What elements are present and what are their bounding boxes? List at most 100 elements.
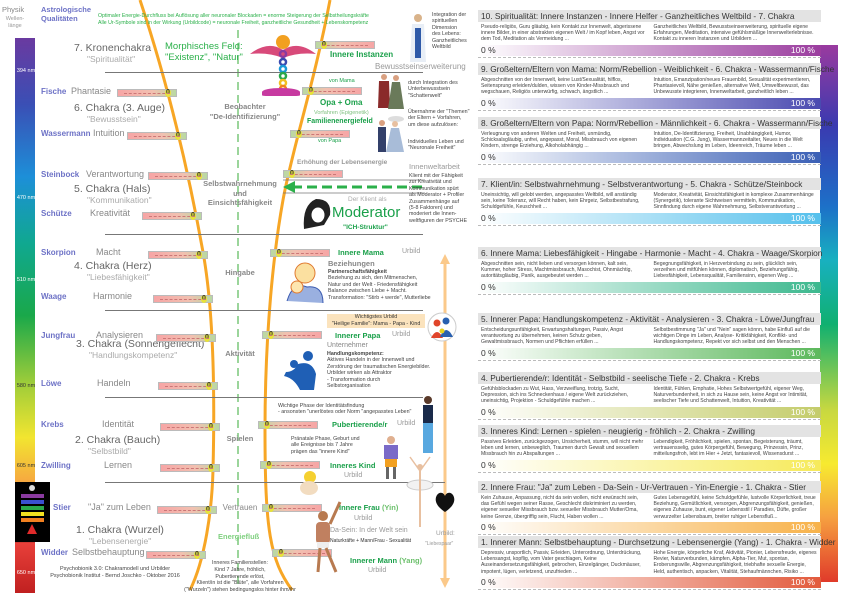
innerer-papa-label: Innerer Papa — [335, 331, 381, 340]
liebespaar-label: "Liebespaar" — [425, 541, 454, 547]
blockade-slider-left[interactable]: 0 — [156, 334, 216, 342]
section-title: 4. Pubertierende/r: Identität - Selbstbi… — [478, 372, 821, 384]
zodiac-sign: Löwe — [41, 379, 62, 388]
text-line: als Moderator + Profiler — [409, 192, 465, 199]
text-line: Weltbild — [432, 44, 451, 51]
blockade-slider-left[interactable]: 0 — [146, 551, 206, 559]
blockade-slider-left[interactable]: 0 — [157, 506, 217, 514]
blockade-slider-right[interactable]: 0 — [302, 87, 362, 95]
blockade-slider-left[interactable]: 0 — [117, 89, 177, 97]
text-line: weltfiguren der PSYCHE — [409, 217, 467, 224]
vorfahren-label: Vorfahren (Epigenetik) — [314, 110, 369, 116]
slider-knob[interactable]: 0 — [206, 382, 212, 390]
beobachter: Beobachter"De-Identifizierung" — [209, 102, 281, 121]
blockade-slider-right[interactable]: 0 — [270, 249, 330, 257]
father-son-silhouette-icon — [284, 351, 316, 390]
slider-knob[interactable]: 0 — [321, 41, 327, 49]
zodiac-sign: Zwilling — [41, 461, 71, 470]
zodiac-sign: Wassermann — [41, 129, 91, 138]
section-5: 5. Innerer Papa: Handlungskompetenz - Ak… — [478, 313, 821, 361]
progress-bar: 0 %100 % — [478, 281, 821, 295]
progress-bar: 0 %100 % — [478, 459, 821, 473]
blockade-slider-left[interactable]: 0 — [148, 172, 208, 180]
section-9: 9. Großeltern/Eltern von Mama: Norm/Rebe… — [478, 63, 834, 111]
blockade-slider-left[interactable]: 0 — [148, 251, 208, 259]
quality-label: Selbstbehauptung — [72, 547, 145, 557]
blockade-slider-right[interactable]: 0 — [315, 41, 375, 49]
spielen-label: Spielen — [226, 434, 254, 443]
teenager-figure — [423, 396, 433, 453]
progress-max-label: 100 % — [790, 44, 815, 55]
hingabe-label: Hingabe — [225, 268, 255, 277]
slider-knob[interactable]: 0 — [201, 295, 207, 303]
text-line: Zerstörung der traumatischen Energiebild… — [327, 363, 431, 370]
zodiac-sign: Stier — [53, 503, 71, 512]
progress-min-label: 0 % — [481, 459, 496, 470]
wellenlaenge-label: Wellen-länge — [5, 16, 25, 29]
blockade-slider-left[interactable]: 0 — [160, 464, 220, 472]
slider-knob[interactable]: 0 — [208, 464, 214, 472]
negative-traits: Abgeschnitten von der Innenwelt, keine L… — [481, 77, 630, 96]
slider-knob[interactable]: 0 — [268, 331, 274, 339]
divider — [105, 310, 423, 311]
chakra-name: 7. Kronenchakra — [74, 42, 152, 54]
wavelength-label: 510 nm — [16, 277, 36, 283]
slider-knob[interactable]: 0 — [190, 212, 196, 220]
slider-knob[interactable]: 0 — [276, 249, 282, 257]
physik-label: Physik — [2, 5, 25, 14]
section-columns: Pseudo-religiös, Guru gläubig, kein Kont… — [478, 22, 821, 43]
slider-knob[interactable]: 0 — [205, 506, 211, 514]
section-title: 1. Innerer Mann: Selbstbehauptung - Durc… — [478, 536, 836, 548]
lotus-icon — [262, 88, 300, 96]
section-columns: Abgeschnitten von der Innenwelt, keine L… — [478, 75, 821, 96]
progress-bar: 0 %100 % — [478, 44, 821, 58]
slider-knob[interactable]: 0 — [296, 130, 302, 138]
negative-traits: Passives Erleiden, zurückgezogen, Unsich… — [481, 439, 644, 458]
chakra-name: 2. Chakra (Bauch) — [75, 434, 161, 446]
unternehmer-label: Unternehmer — [327, 342, 368, 349]
quality-label: Handeln — [97, 378, 131, 388]
slider-knob[interactable]: 0 — [268, 504, 274, 512]
familienstellen-text: Inneres Familienstellen:Kind 7 Jahre, fr… — [180, 560, 300, 594]
section-title: 6. Innere Mama: Liebesfähigkeit - Hingab… — [478, 247, 822, 259]
blockade-slider-right[interactable]: 0 — [260, 461, 320, 469]
blockade-slider-right[interactable]: 0 — [262, 331, 322, 339]
text-line: um diese aufzulösen: — [408, 121, 459, 128]
section-title: 3. Inneres Kind: Lernen - spielen - neug… — [478, 425, 821, 437]
angel-figure — [410, 14, 426, 62]
blockade-slider-right[interactable]: 0 — [262, 504, 322, 512]
section-columns: Entscheidungsunfähigkeit, Erwartungshalt… — [478, 325, 821, 346]
slider-knob[interactable]: 0 — [165, 89, 171, 97]
slider-knob[interactable]: 0 — [194, 551, 200, 559]
quality-label: Lernen — [104, 460, 133, 470]
slider-knob[interactable]: 0 — [196, 251, 202, 259]
innere-mama-label: Innere Mama — [338, 248, 384, 257]
slider-knob[interactable]: 0 — [289, 170, 295, 178]
wavelength-spectrum-bar — [15, 38, 35, 593]
slider-knob[interactable]: 0 — [278, 549, 284, 557]
progress-bar: 0 %100 % — [478, 347, 821, 361]
blockade-slider-right[interactable]: 0 — [283, 170, 343, 178]
slider-knob[interactable]: 0 — [204, 334, 210, 342]
slider-knob[interactable]: 0 — [175, 132, 181, 140]
blockade-slider-left[interactable]: 0 — [160, 423, 220, 431]
blockade-slider-right[interactable]: 0 — [258, 421, 318, 429]
text-line: Partnerschaftsfähigkeit — [328, 269, 387, 275]
blockade-slider-left[interactable]: 0 — [127, 132, 187, 140]
negative-traits: Verleugnung von anderen Welten und Freih… — [481, 131, 638, 150]
blockade-slider-right[interactable]: 0 — [290, 130, 350, 138]
blockade-slider-left[interactable]: 0 — [142, 212, 202, 220]
section-4: 4. Pubertierende/r: Identität - Selbstbi… — [478, 372, 821, 420]
slider-knob[interactable]: 0 — [264, 421, 270, 429]
naturkraefte-label: Naturkräfte + Mann/Frau - Sexualität — [330, 538, 412, 544]
blockade-slider-left[interactable]: 0 — [153, 295, 213, 303]
blockade-slider-right[interactable]: 0 — [272, 549, 332, 557]
text-line: Ganzheitliches — [432, 37, 467, 44]
energiefluss-label: Energiefluß — [218, 532, 260, 541]
slider-knob[interactable]: 0 — [266, 461, 272, 469]
blockade-slider-left[interactable]: 0 — [158, 382, 218, 390]
slider-knob[interactable]: 0 — [208, 423, 214, 431]
identitaet-phase-note: Wichtige Phase der Identitätsfindung- an… — [278, 403, 412, 416]
